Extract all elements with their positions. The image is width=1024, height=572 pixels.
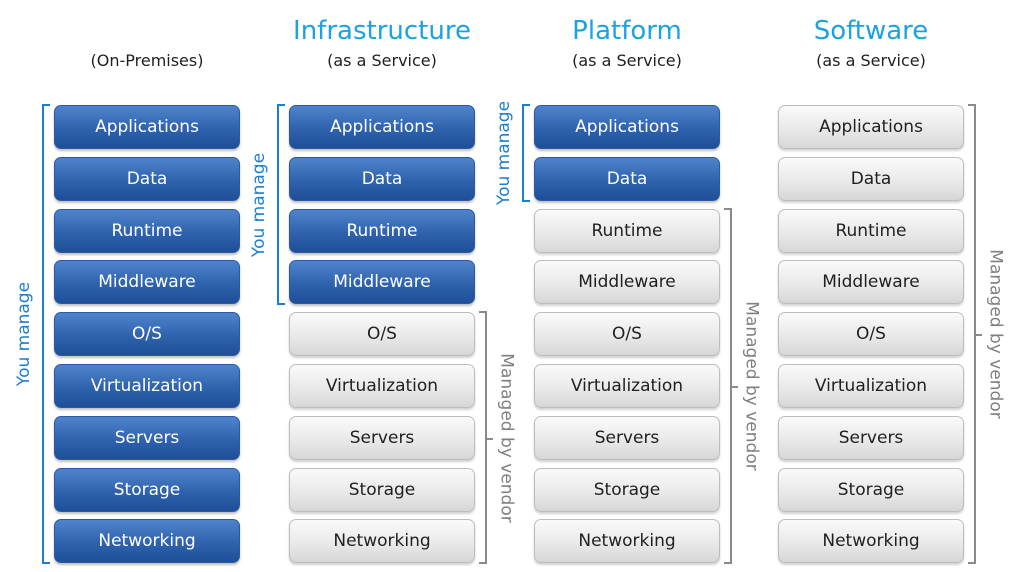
saas-layer-data: Data xyxy=(778,157,964,201)
saas-vendor-label: Managed by vendor xyxy=(985,249,1006,419)
saas-title: Software xyxy=(813,16,929,46)
paas-layer-runtime: Runtime xyxy=(534,209,720,253)
paas-layer-storage: Storage xyxy=(534,468,720,512)
on-premises-layer-servers: Servers xyxy=(54,416,240,460)
paas-vendor-bracket-tick xyxy=(732,386,738,388)
paas-layer-data: Data xyxy=(534,157,720,201)
paas-subtitle: (as a Service) xyxy=(572,51,682,70)
on-premises-layer-middleware: Middleware xyxy=(54,260,240,304)
paas-vendor-bracket xyxy=(724,208,732,564)
saas-layer-servers: Servers xyxy=(778,416,964,460)
iaas-subtitle: (as a Service) xyxy=(327,51,437,70)
paas-title: Platform xyxy=(572,16,682,46)
paas-you-manage-label: You manage xyxy=(494,100,515,206)
iaas-layer-middleware: Middleware xyxy=(289,260,475,304)
on-premises-layer-data: Data xyxy=(54,157,240,201)
on-premises-layer-networking: Networking xyxy=(54,519,240,563)
saas-layer-os: O/S xyxy=(778,312,964,356)
on-premises-layer-runtime: Runtime xyxy=(54,209,240,253)
paas-layer-middleware: Middleware xyxy=(534,260,720,304)
on-premises-layer-storage: Storage xyxy=(54,468,240,512)
saas-layer-networking: Networking xyxy=(778,519,964,563)
iaas-vendor-bracket-tick xyxy=(487,438,493,440)
saas-vendor-bracket xyxy=(968,104,976,564)
iaas-layer-servers: Servers xyxy=(289,416,475,460)
saas-layer-runtime: Runtime xyxy=(778,209,964,253)
paas-you-manage-bracket xyxy=(522,104,530,202)
paas-vendor-label: Managed by vendor xyxy=(741,301,762,471)
on-premises-layer-virtualization: Virtualization xyxy=(54,364,240,408)
iaas-you-manage-label: You manage xyxy=(249,152,270,257)
iaas-layer-os: O/S xyxy=(289,312,475,356)
saas-vendor-bracket-tick xyxy=(976,334,982,336)
saas-layer-applications: Applications xyxy=(778,105,964,149)
paas-layer-servers: Servers xyxy=(534,416,720,460)
iaas-vendor-bracket xyxy=(479,311,487,564)
on-premises-layer-os: O/S xyxy=(54,312,240,356)
saas-subtitle: (as a Service) xyxy=(816,51,926,70)
saas-layer-virtualization: Virtualization xyxy=(778,364,964,408)
iaas-layer-applications: Applications xyxy=(289,105,475,149)
paas-layer-os: O/S xyxy=(534,312,720,356)
iaas-title: Infrastructure xyxy=(293,16,471,46)
paas-layer-virtualization: Virtualization xyxy=(534,364,720,408)
paas-layer-networking: Networking xyxy=(534,519,720,563)
on-premises-layer-applications: Applications xyxy=(54,105,240,149)
on-premises-you-manage-bracket xyxy=(42,104,50,564)
iaas-layer-storage: Storage xyxy=(289,468,475,512)
iaas-layer-virtualization: Virtualization xyxy=(289,364,475,408)
paas-layer-applications: Applications xyxy=(534,105,720,149)
iaas-layer-networking: Networking xyxy=(289,519,475,563)
iaas-you-manage-bracket xyxy=(277,104,285,305)
on-premises-you-manage-label: You manage xyxy=(14,281,35,387)
on-premises-subtitle: (On-Premises) xyxy=(90,51,204,70)
saas-layer-storage: Storage xyxy=(778,468,964,512)
iaas-layer-data: Data xyxy=(289,157,475,201)
saas-layer-middleware: Middleware xyxy=(778,260,964,304)
iaas-layer-runtime: Runtime xyxy=(289,209,475,253)
iaas-vendor-label: Managed by vendor xyxy=(496,352,517,523)
